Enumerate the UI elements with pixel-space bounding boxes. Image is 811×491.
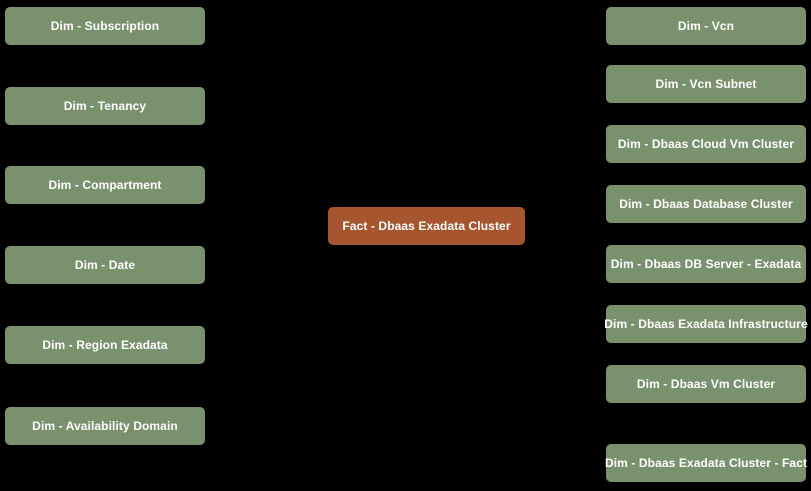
dim-node-dbaas-db-server-exadata[interactable]: Dim - Dbaas DB Server - Exadata	[606, 245, 806, 283]
dim-node-availability-domain[interactable]: Dim - Availability Domain	[5, 407, 205, 445]
dim-node-dbaas-cloud-vm-cluster[interactable]: Dim - Dbaas Cloud Vm Cluster	[606, 125, 806, 163]
fact-node-dbaas-exadata-cluster[interactable]: Fact - Dbaas Exadata Cluster	[328, 207, 525, 245]
dim-node-dbaas-vm-cluster[interactable]: Dim - Dbaas Vm Cluster	[606, 365, 806, 403]
dim-node-dbaas-database-cluster[interactable]: Dim - Dbaas Database Cluster	[606, 185, 806, 223]
dim-node-dbaas-exadata-cluster-fact[interactable]: Dim - Dbaas Exadata Cluster - Fact	[605, 444, 807, 482]
dim-node-date[interactable]: Dim - Date	[5, 246, 205, 284]
dim-node-region-exadata[interactable]: Dim - Region Exadata	[5, 326, 205, 364]
dim-node-vcn[interactable]: Dim - Vcn	[606, 7, 806, 45]
dim-node-compartment[interactable]: Dim - Compartment	[5, 166, 205, 204]
dim-node-vcn-subnet[interactable]: Dim - Vcn Subnet	[606, 65, 806, 103]
dim-node-dbaas-exadata-infrastructure[interactable]: Dim - Dbaas Exadata Infrastructure	[604, 305, 808, 343]
dim-node-tenancy[interactable]: Dim - Tenancy	[5, 87, 205, 125]
dim-node-subscription[interactable]: Dim - Subscription	[5, 7, 205, 45]
